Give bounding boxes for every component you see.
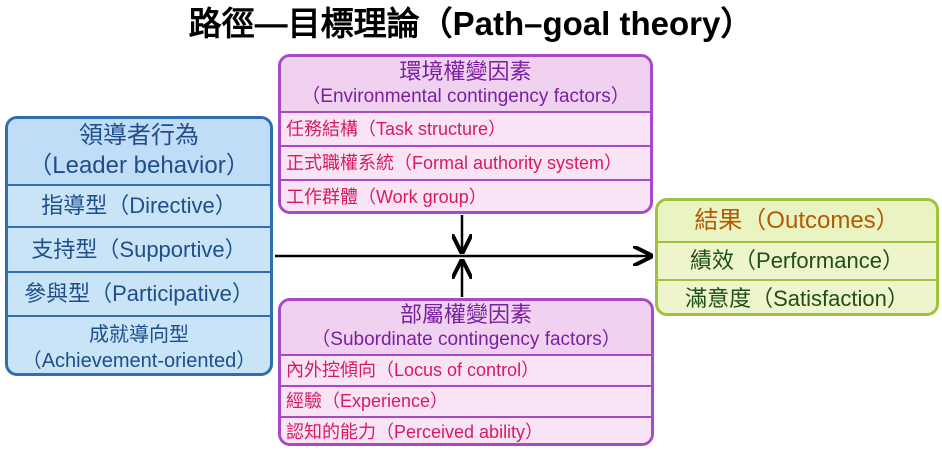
leader-behavior-header: 領導者行為 （Leader behavior） <box>8 119 270 186</box>
sub-item-experience: 經驗（Experience） <box>281 387 651 418</box>
environmental-factors-box: 環境權變因素 （Environmental contingency factor… <box>278 54 653 214</box>
leader-item-achievement: 成就導向型 （Achievement-oriented） <box>8 317 270 373</box>
leader-item-achievement-en: （Achievement-oriented） <box>21 350 257 372</box>
sub-item-locus-of-control: 內外控傾向（Locus of control） <box>281 356 651 387</box>
subordinate-header-zh: 部屬權變因素 <box>399 302 532 327</box>
sub-item-perceived-ability: 認知的能力（Perceived ability） <box>281 418 651 443</box>
leader-item-achievement-zh: 成就導向型 <box>89 324 189 346</box>
env-item-formal-authority: 正式職權系統（Formal authority system） <box>281 147 650 181</box>
subordinate-header: 部屬權變因素 （Subordinate contingency factors） <box>281 301 651 356</box>
subordinate-factors-box: 部屬權變因素 （Subordinate contingency factors）… <box>278 298 654 446</box>
env-item-task-structure: 任務結構（Task structure） <box>281 113 650 147</box>
environmental-header-en: （Environmental contingency factors） <box>301 86 630 107</box>
env-item-work-group: 工作群體（Work group） <box>281 181 650 211</box>
environmental-header: 環境權變因素 （Environmental contingency factor… <box>281 57 650 113</box>
leader-item-directive: 指導型（Directive） <box>8 186 270 228</box>
leader-item-participative: 參與型（Participative） <box>8 273 270 317</box>
outcomes-box: 結果（Outcomes） 績效（Performance） 滿意度（Satisfa… <box>655 198 939 316</box>
leader-item-supportive: 支持型（Supportive） <box>8 228 270 273</box>
outcome-item-satisfaction: 滿意度（Satisfaction） <box>685 286 909 311</box>
outcome-item-performance: 績效（Performance） <box>658 243 936 281</box>
diagram-title: 路徑—目標理論（Path–goal theory） <box>188 5 754 42</box>
leader-header-en: （Leader behavior） <box>28 152 250 179</box>
outcomes-header: 結果（Outcomes） <box>658 201 936 243</box>
leader-header-zh: 領導者行為 <box>79 122 199 149</box>
subordinate-header-en: （Subordinate contingency factors） <box>311 329 621 350</box>
environmental-header-zh: 環境權變因素 <box>399 59 532 84</box>
leader-behavior-box: 領導者行為 （Leader behavior） 指導型（Directive） 支… <box>5 116 273 376</box>
